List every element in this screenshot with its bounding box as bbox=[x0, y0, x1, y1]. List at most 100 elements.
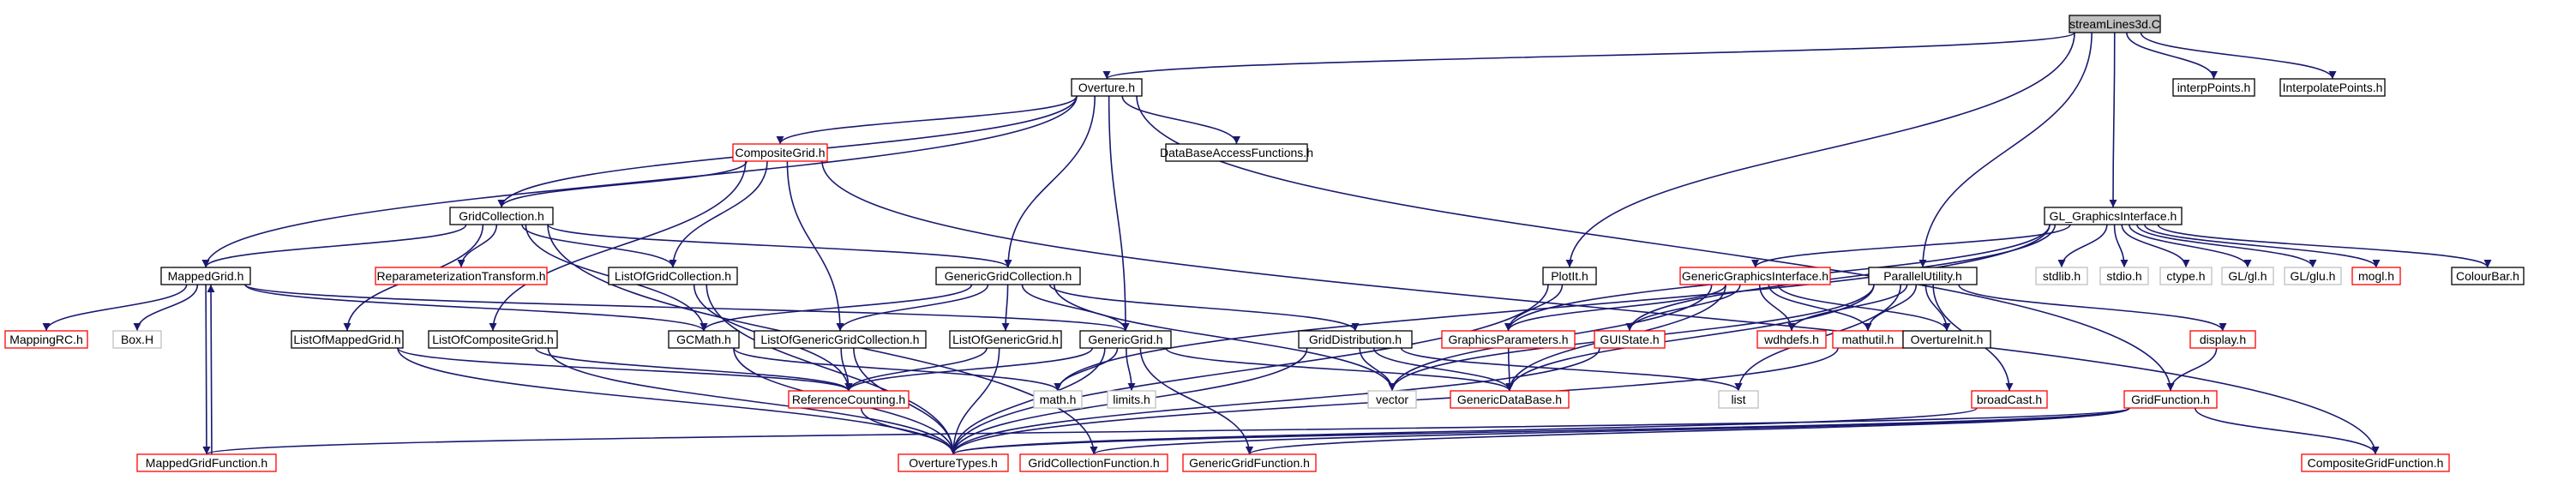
edge-genericgridcollection_h-to-genericgrid_h bbox=[1021, 284, 1130, 332]
node-mappedgridfunction-h[interactable]: MappedGridFunction.h bbox=[136, 453, 277, 472]
node-compositegridfunction-h[interactable]: CompositeGridFunction.h bbox=[2301, 453, 2450, 472]
node-box bbox=[1594, 330, 1666, 349]
node-referencecounting-h[interactable]: ReferenceCounting.h bbox=[788, 390, 910, 409]
node-gridcollection-h[interactable]: GridCollection.h bbox=[449, 207, 554, 225]
node-gcmath-h[interactable]: GCMath.h bbox=[668, 330, 740, 349]
edge-genericgridcollection_h-to-griddistribution_h bbox=[1048, 284, 1360, 332]
node-listofcompositegrid-h[interactable]: ListOfCompositeGrid.h bbox=[428, 330, 558, 349]
node-vector[interactable]: vector bbox=[1367, 390, 1417, 409]
node-label: GL/gl.h bbox=[2228, 269, 2267, 283]
node-listofgenericgrid-h[interactable]: ListOfGenericGrid.h bbox=[949, 330, 1062, 349]
node-mathutil-h[interactable]: mathutil.h bbox=[1832, 330, 1904, 349]
edge-gcmath_h-to-math_h bbox=[733, 347, 1062, 392]
node-label: broadCast.h bbox=[1977, 393, 2042, 406]
node-box bbox=[1441, 330, 1576, 349]
node-box bbox=[160, 267, 251, 285]
node-label: PlotIt.h bbox=[1551, 269, 1588, 283]
node-gl-graphicsinterface-h[interactable]: GL_GraphicsInterface.h bbox=[2044, 207, 2183, 225]
node-label: GridCollection.h bbox=[459, 209, 544, 223]
node-guistate-h[interactable]: GUIState.h bbox=[1594, 330, 1666, 349]
node-mappingrc-h[interactable]: MappingRC.h bbox=[4, 330, 88, 349]
node-genericgraphicsinterface-h[interactable]: GenericGraphicsInterface.h bbox=[1679, 267, 1831, 285]
edge-listofcompositegrid_h-to-referencecounting_h bbox=[535, 347, 853, 392]
edge-parallelutility_h-to-overtureinit_h bbox=[1924, 284, 1951, 332]
node-plotit-h[interactable]: PlotIt.h bbox=[1542, 267, 1597, 285]
node-layer: streamLines3d.C Overture.h interpPoints.h I… bbox=[4, 15, 2525, 472]
node-label: limits.h bbox=[1113, 393, 1150, 406]
node-label: ListOfMappedGrid.h bbox=[293, 333, 400, 346]
node-interpolatepoints-h[interactable]: InterpolatePoints.h bbox=[2279, 78, 2386, 97]
node-label: GUIState.h bbox=[1600, 333, 1659, 346]
edge-glgraphicsinterface_h-to-gl_glu_h bbox=[2136, 224, 2317, 268]
edge-genericgrid_h-to-math_h bbox=[1054, 347, 1119, 392]
edge-gridfunction_h-to-genericgridfunction_h bbox=[1246, 407, 2130, 455]
node-label: GridFunction.h bbox=[2131, 393, 2210, 406]
edge-genericgraphicsinterface_h-to-mathutil_h bbox=[1768, 284, 1872, 332]
node-interppoints-h[interactable]: interpPoints.h bbox=[2172, 78, 2255, 97]
node-list[interactable]: list bbox=[1718, 390, 1759, 409]
edge-gridcollection_h-to-mappedgrid_h bbox=[201, 224, 467, 268]
node-listofgridcollection-h[interactable]: ListOfGridCollection.h bbox=[608, 267, 738, 285]
node-broadcast-h[interactable]: broadCast.h bbox=[1971, 390, 2048, 409]
node-box bbox=[2069, 15, 2161, 33]
node-display-h[interactable]: display.h bbox=[2189, 330, 2256, 349]
node-overture-h[interactable]: Overture.h bbox=[1071, 78, 1143, 97]
node-label: ctype.h bbox=[2166, 269, 2205, 283]
node-box bbox=[935, 267, 1081, 285]
node-box bbox=[1450, 390, 1570, 409]
node-genericgridfunction-h[interactable]: GenericGridFunction.h bbox=[1182, 453, 1317, 472]
node-box bbox=[1019, 453, 1168, 472]
edge-griddistribution_h-to-vector bbox=[1359, 347, 1396, 392]
node-genericdatabase-h[interactable]: GenericDataBase.h bbox=[1450, 390, 1570, 409]
node-math-h[interactable]: math.h bbox=[1033, 390, 1083, 409]
node-mogl-h[interactable]: mogl.h bbox=[2351, 267, 2401, 285]
node-label: CompositeGridFunction.h bbox=[2308, 456, 2444, 470]
node-label: OvertureInit.h bbox=[1911, 333, 1984, 346]
edge-overture_h-to-mappedgrid_h bbox=[201, 95, 1078, 268]
node-reparameterizationtransform-h[interactable]: ReparameterizationTransform.h bbox=[375, 267, 548, 285]
node-griddistribution-h[interactable]: GridDistribution.h bbox=[1298, 330, 1413, 349]
edge-genericgrid_h-to-referencecounting_h bbox=[844, 347, 1094, 392]
node-label: GL_GraphicsInterface.h bbox=[2050, 209, 2177, 223]
node-graphicsparameters-h[interactable]: GraphicsParameters.h bbox=[1441, 330, 1576, 349]
node-listofmappedgrid-h[interactable]: ListOfMappedGrid.h bbox=[291, 330, 404, 349]
node-wdhdefs-h[interactable]: wdhdefs.h bbox=[1756, 330, 1827, 349]
node-parallelutility-h[interactable]: ParallelUtility.h bbox=[1868, 267, 1978, 285]
node-label: Overture.h bbox=[1078, 81, 1135, 94]
node-label: ReferenceCounting.h bbox=[792, 393, 905, 406]
edge-mappedgridfunction_h-to-mappedgrid_h bbox=[207, 284, 215, 455]
node-label: GraphicsParameters.h bbox=[1448, 333, 1568, 346]
node-gridfunction-h[interactable]: GridFunction.h bbox=[2123, 390, 2218, 409]
node-streamlines3d-c[interactable]: streamLines3d.C bbox=[2069, 15, 2161, 33]
node-genericgrid-h[interactable]: GenericGrid.h bbox=[1079, 330, 1172, 349]
node-ctype-h[interactable]: ctype.h bbox=[2159, 267, 2213, 285]
edge-streamlines-to-glgraphicsinterface_h bbox=[2109, 32, 2117, 208]
node-stdio-h[interactable]: stdio.h bbox=[2099, 267, 2149, 285]
node-label: mathutil.h bbox=[1842, 333, 1894, 346]
edge-griddistribution_h-to-list bbox=[1400, 347, 1743, 392]
node-listofgenericgridcollection-h[interactable]: ListOfGenericGridCollection.h bbox=[754, 330, 927, 349]
node-label: mogl.h bbox=[2358, 269, 2394, 283]
node-box bbox=[375, 267, 548, 285]
node-colourbar-h[interactable]: ColourBar.h bbox=[2451, 267, 2525, 285]
node-mappedgrid-h[interactable]: MappedGrid.h bbox=[160, 267, 251, 285]
node-box-h[interactable]: Box.H bbox=[112, 330, 162, 349]
node-box bbox=[949, 330, 1062, 349]
node-stdlib-h[interactable]: stdlib.h bbox=[2035, 267, 2088, 285]
node-databaseaccessfunctions-h[interactable]: DataBaseAccessFunctions.h bbox=[1160, 143, 1313, 162]
edge-glgraphicsinterface_h-to-colourbar_h bbox=[2157, 224, 2492, 268]
edge-streamlines-to-parallelutility_h bbox=[1918, 32, 2093, 268]
node-box bbox=[788, 390, 910, 409]
node-label: InterpolatePoints.h bbox=[2283, 81, 2383, 94]
node-gl-gl-h[interactable]: GL/gl.h bbox=[2221, 267, 2274, 285]
node-box bbox=[2279, 78, 2386, 97]
node-compositegrid-h[interactable]: CompositeGrid.h bbox=[732, 143, 828, 162]
node-label: DataBaseAccessFunctions.h bbox=[1160, 146, 1313, 159]
edge-compositegrid_h-to-listofgenericgridcollection_h bbox=[786, 160, 844, 332]
node-gridcollectionfunction-h[interactable]: GridCollectionFunction.h bbox=[1019, 453, 1168, 472]
node-overtureinit-h[interactable]: OvertureInit.h bbox=[1902, 330, 1991, 349]
node-overturetypes-h[interactable]: OvertureTypes.h bbox=[898, 453, 1009, 472]
node-genericgridcollection-h[interactable]: GenericGridCollection.h bbox=[935, 267, 1081, 285]
node-gl-glu-h[interactable]: GL/glu.h bbox=[2284, 267, 2342, 285]
node-limits-h[interactable]: limits.h bbox=[1107, 390, 1156, 409]
